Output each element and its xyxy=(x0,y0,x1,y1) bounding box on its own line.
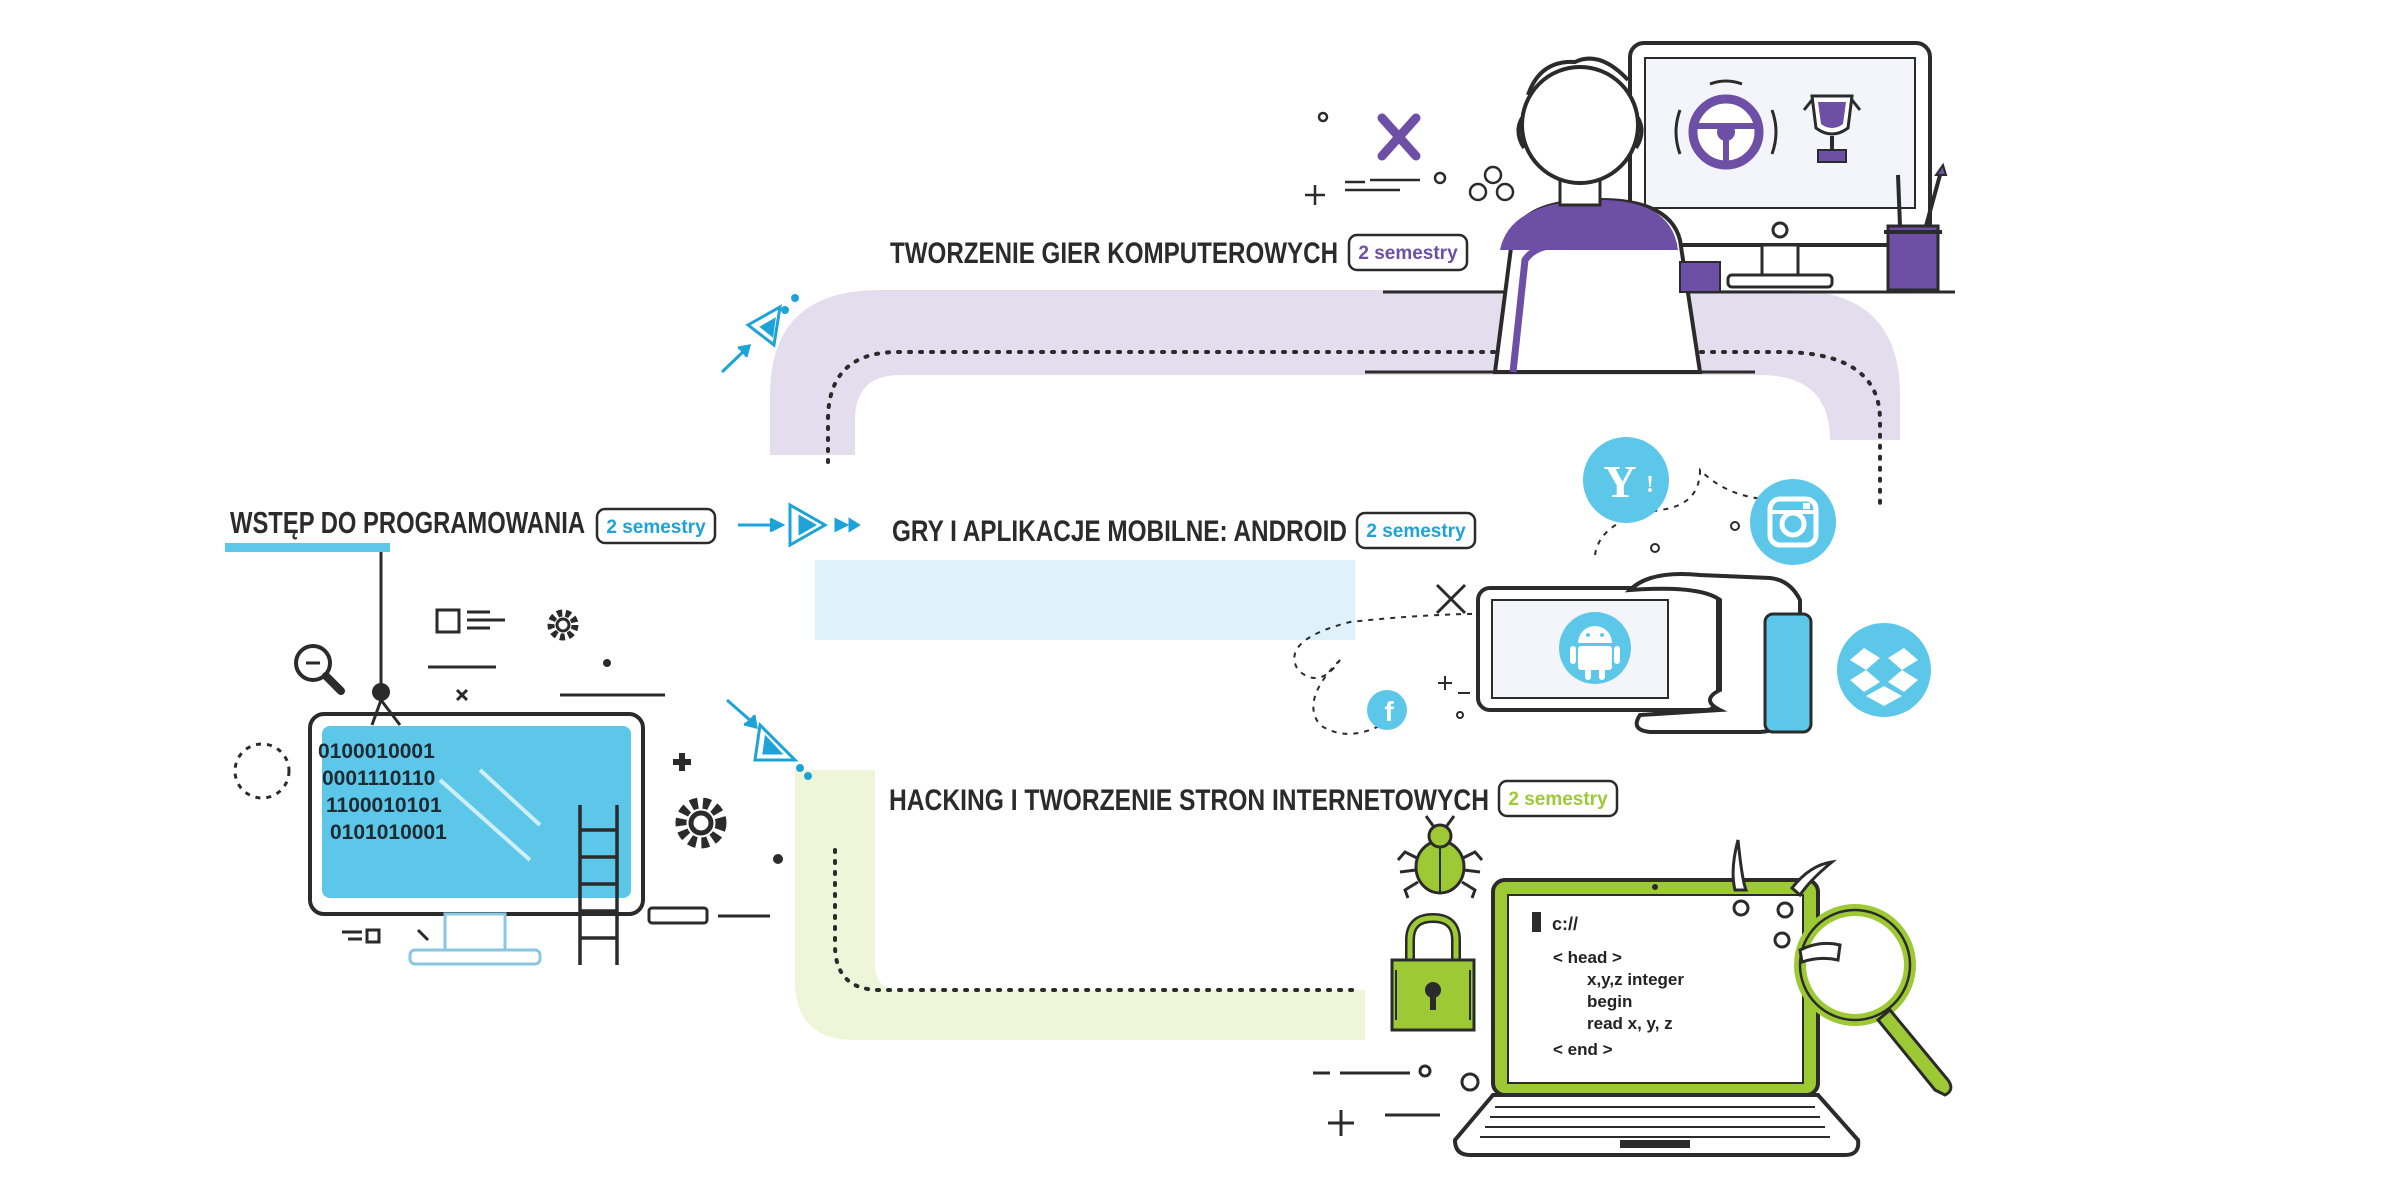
binary-code: 0100010001 0001110110 1100010101 0101010… xyxy=(318,740,447,844)
monitor-icon xyxy=(308,699,645,966)
track-badge: 2 semestry xyxy=(1358,243,1458,264)
track-mobile-label: GRY I APLIKACJE MOBILNE: ANDROID 2 semes… xyxy=(892,511,1477,550)
hacking-illustration: c:// < head > x,y,z integer begin read x… xyxy=(1313,815,1953,1157)
green-path-band xyxy=(795,770,1365,1040)
code-line: read x, y, z xyxy=(1587,1014,1673,1033)
padlock-icon xyxy=(1390,912,1476,1032)
track-games-label: TWORZENIE GIER KOMPUTEROWYCH 2 semestry xyxy=(890,233,1469,272)
instagram-icon xyxy=(1750,479,1836,565)
track-hacking-label: HACKING I TWORZENIE STRON INTERNETOWYCH … xyxy=(889,779,1619,818)
decorative-marks xyxy=(233,608,783,944)
intro-underline xyxy=(225,543,390,552)
gear-icon xyxy=(547,609,579,641)
code-line: < head > xyxy=(1553,948,1622,967)
decorative-marks xyxy=(1313,1064,1480,1136)
decorative-marks xyxy=(1731,839,1838,949)
intro-section: WSTĘP DO PROGRAMOWANIA 2 semestry 010001… xyxy=(225,505,783,966)
pencil-cup-icon xyxy=(1884,162,1948,292)
yahoo-icon: Y ! xyxy=(1583,437,1669,523)
close-icon xyxy=(1377,113,1421,161)
intro-title: WSTĘP DO PROGRAMOWANIA xyxy=(230,505,585,540)
intro-badge-text: 2 semestry xyxy=(606,517,706,538)
decorative-marks xyxy=(1305,111,1515,205)
track-title: TWORZENIE GIER KOMPUTEROWYCH xyxy=(890,237,1338,270)
games-illustration xyxy=(1305,41,1955,374)
code-screen: c:// < head > x,y,z integer begin read x… xyxy=(1532,912,1684,1059)
facebook-icon: f xyxy=(1367,690,1407,730)
magnifier-icon xyxy=(294,644,345,695)
svg-text:f: f xyxy=(1384,696,1394,727)
arrow-to-mobile xyxy=(738,502,861,548)
track-title: GRY I APLIKACJE MOBILNE: ANDROID xyxy=(892,515,1347,548)
code-prompt: c:// xyxy=(1552,914,1578,934)
binary-line: 0101010001 xyxy=(330,821,447,844)
binary-line: 1100010101 xyxy=(326,794,442,817)
code-line: < end > xyxy=(1553,1040,1613,1059)
bug-icon xyxy=(1396,815,1484,899)
steering-wheel-icon xyxy=(1674,79,1778,170)
magnifier-icon xyxy=(1794,904,1953,1097)
arrow-to-hacking xyxy=(726,698,812,780)
svg-text:!: ! xyxy=(1646,472,1654,498)
binary-line: 0100010001 xyxy=(318,740,435,763)
arrow-to-games xyxy=(720,294,799,374)
binary-line: 0001110110 xyxy=(322,767,435,790)
person-icon xyxy=(1492,56,1721,374)
track-title: HACKING I TWORZENIE STRON INTERNETOWYCH xyxy=(889,784,1489,817)
track-badge: 2 semestry xyxy=(1366,521,1466,542)
code-line: begin xyxy=(1587,992,1632,1011)
blue-path-band xyxy=(815,560,1355,640)
dropbox-icon xyxy=(1837,623,1931,717)
gear-icon xyxy=(675,797,727,849)
decorative-marks xyxy=(1438,521,1740,719)
close-icon xyxy=(1435,583,1467,615)
monitor-icon xyxy=(1628,41,1932,289)
svg-text:Y: Y xyxy=(1603,456,1636,507)
trophy-icon xyxy=(1802,94,1862,163)
ladder-icon xyxy=(578,805,619,965)
mobile-illustration: Y ! f xyxy=(1293,437,1931,735)
intro-badge: 2 semestry xyxy=(595,507,717,545)
track-badge: 2 semestry xyxy=(1508,789,1608,810)
purple-path-band xyxy=(770,290,1900,507)
android-icon xyxy=(1559,612,1631,684)
code-line: x,y,z integer xyxy=(1587,970,1684,989)
phone-icon xyxy=(1476,572,1813,734)
